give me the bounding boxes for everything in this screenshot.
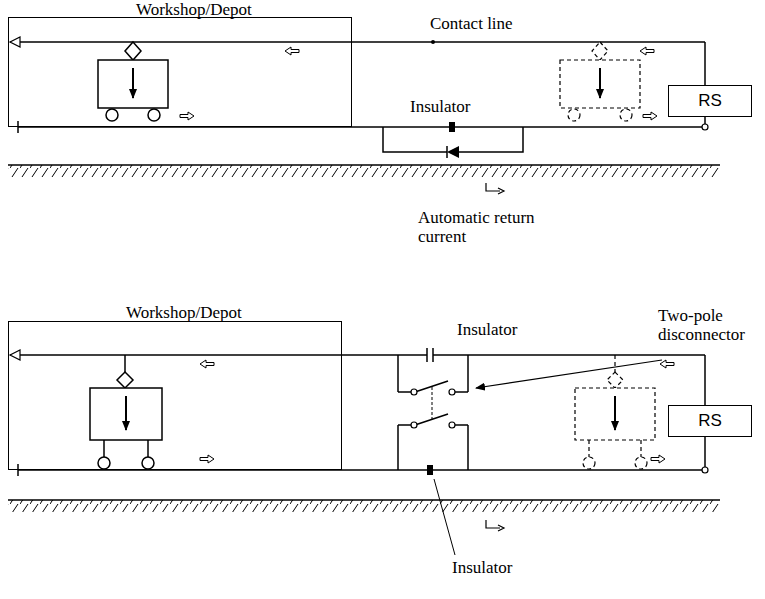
station-label: RS [698,411,722,431]
station-label: RS [698,91,722,111]
depot-outline: Workshop/Depot [8,321,342,470]
callout-label: Two-pole disconnector [658,306,762,344]
rectifier-station-box: RS [668,405,752,437]
rectifier-station-box: RS [668,85,752,117]
callout-label: Insulator [410,97,470,116]
depot-title: Workshop/Depot [126,304,242,321]
callout-label: Contact line [430,14,513,33]
callout-label: Automatic return current [418,208,568,246]
callout-label: Insulator [452,558,512,577]
callout-label: Insulator [457,320,517,339]
depot-outline: Workshop/Depot [8,17,352,127]
depot-title: Workshop/Depot [136,1,252,18]
